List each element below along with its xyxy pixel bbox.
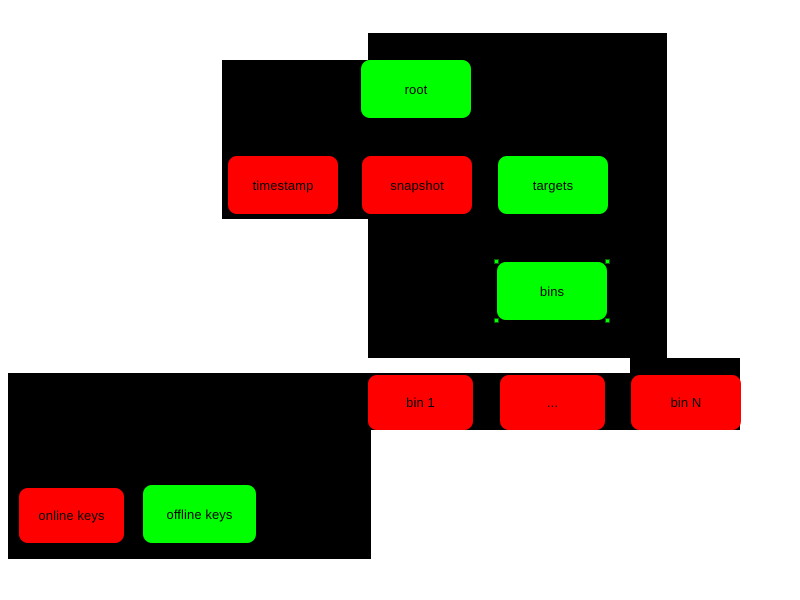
node-label-timestamp: timestamp	[252, 177, 314, 193]
node-offline-keys[interactable]: offline keys	[143, 485, 256, 543]
selection-handle-ne[interactable]	[605, 259, 610, 264]
node-bin-ellipsis[interactable]: ...	[500, 375, 605, 430]
node-timestamp[interactable]: timestamp	[228, 156, 338, 214]
node-label-bin-ellipsis: ...	[546, 395, 559, 410]
node-label-bin-1: bin 1	[406, 395, 435, 410]
selection-handle-sw[interactable]	[494, 318, 499, 323]
node-label-snapshot: snapshot	[390, 177, 444, 193]
node-bins[interactable]: bins	[494, 259, 610, 323]
node-online-keys[interactable]: online keys	[19, 488, 124, 543]
node-label-root: root	[404, 81, 428, 97]
node-label-bins: bins	[539, 283, 565, 299]
node-bin-n[interactable]: bin N	[631, 375, 741, 430]
node-root[interactable]: root	[361, 60, 471, 118]
node-label-bin-n: bin N	[670, 395, 702, 410]
node-snapshot[interactable]: snapshot	[362, 156, 472, 214]
node-bin-1[interactable]: bin 1	[368, 375, 473, 430]
node-label-offline-keys: offline keys	[166, 506, 233, 522]
node-label-targets: targets	[532, 177, 574, 193]
selection-handle-se[interactable]	[605, 318, 610, 323]
node-label-online-keys: online keys	[38, 508, 105, 523]
selection-handle-nw[interactable]	[494, 259, 499, 264]
node-targets[interactable]: targets	[498, 156, 608, 214]
